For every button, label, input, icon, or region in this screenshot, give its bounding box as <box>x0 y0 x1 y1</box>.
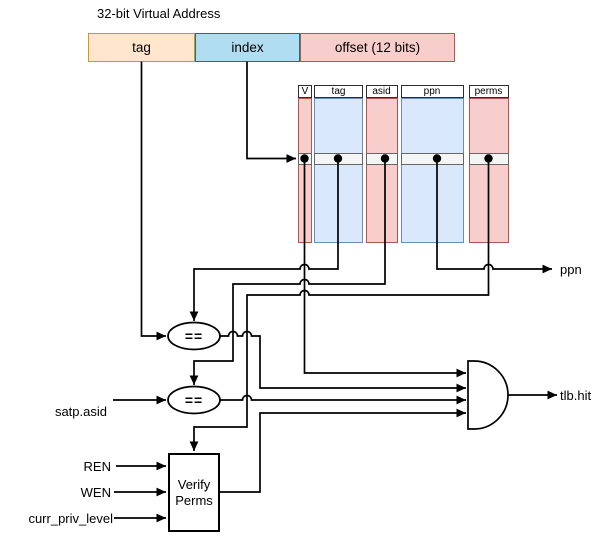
va-field-offset: offset (12 bits) <box>300 33 455 62</box>
tlb-col-header-ppn: ppn <box>400 85 464 98</box>
wire-verify-to-and <box>220 408 466 493</box>
curr-priv-level-label: curr_priv_level <box>28 511 113 526</box>
wen-label: WEN <box>80 485 111 500</box>
va-field-offset-label: offset (12 bits) <box>334 40 421 55</box>
wire-eq2-to-and <box>220 394 466 405</box>
eq2-label: == <box>184 392 204 408</box>
and-gate <box>467 360 509 430</box>
tlb-col-body-perms <box>468 98 509 243</box>
tlb-col-header-v: V <box>298 85 312 98</box>
verify-perms-line2: Perms <box>175 492 213 508</box>
va-field-tag-label: tag <box>132 40 151 55</box>
wire-vatag-to-eq1 <box>140 61 166 341</box>
ren-label: REN <box>83 459 111 474</box>
wire-eq1-to-and <box>220 330 466 393</box>
tlb-selected-row-cell-asid <box>365 152 398 165</box>
tlb-col-header-asid: asid <box>365 85 398 98</box>
verify-perms-box: Verify Perms <box>168 453 220 532</box>
tlb-col-body-v <box>298 98 312 243</box>
tlb-selected-row-cell-v <box>298 152 312 165</box>
va-field-index-label: index <box>231 40 264 55</box>
tlb-selected-row-cell-perms <box>468 152 509 165</box>
tlb-hit-output-label: tlb.hit <box>560 388 592 403</box>
tlb-selected-row-cell-ppn <box>400 152 464 165</box>
eq1-label: == <box>184 328 204 344</box>
ppn-output-label: ppn <box>560 262 582 277</box>
va-field-tag: tag <box>88 33 195 62</box>
tlb-col-body-asid <box>365 98 398 243</box>
verify-perms-line1: Verify <box>177 476 211 492</box>
va-field-index: index <box>195 33 300 62</box>
tlb-selected-row-cell-tag <box>314 152 363 165</box>
tlb-col-body-tag <box>314 98 363 243</box>
tlb-col-body-ppn <box>400 98 464 243</box>
wire-index-to-row <box>246 61 296 163</box>
tlb-col-header-perms: perms <box>468 85 509 98</box>
diagram-title: 32-bit Virtual Address <box>97 6 221 21</box>
satp-asid-label: satp.asid <box>54 404 107 419</box>
tlb-col-header-tag: tag <box>314 85 363 98</box>
